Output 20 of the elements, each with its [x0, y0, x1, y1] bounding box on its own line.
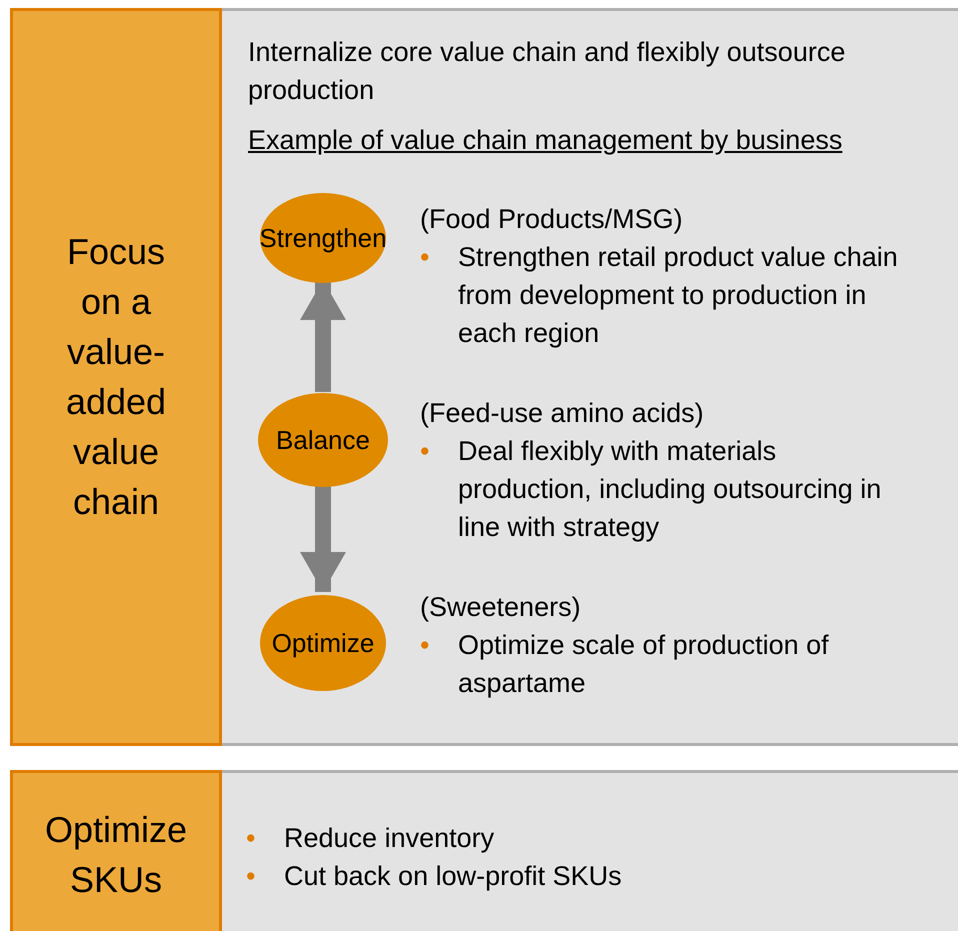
bullet-text: • Deal flexibly with materials production, including outsourcing in line with strategy	[420, 435, 882, 544]
bullet-text: • Optimize scale of production of aspartame	[420, 629, 830, 700]
content-panel	[222, 770, 958, 931]
section-subheading: Example of value chain management by business	[248, 124, 844, 157]
bullet-text: • Reduce inventory	[246, 822, 496, 855]
stage-label: Balance	[276, 424, 370, 456]
business-label: (Feed-use amino acids)	[420, 397, 704, 430]
category-box	[10, 770, 222, 931]
business-label: (Food Products/MSG)	[420, 203, 683, 236]
stage-label: Optimize	[272, 628, 374, 658]
stage-label: Strengthen	[259, 222, 387, 254]
content-panel	[222, 8, 958, 746]
block-arrow	[300, 280, 346, 392]
category-box	[10, 8, 222, 746]
panel-heading: Internalize core value chain and flexibly outsource production	[248, 36, 846, 107]
bullet-text: • Strengthen retail product value chain from development to production in each region	[420, 241, 899, 350]
category-title: Focus on a value-added value chain	[64, 230, 168, 524]
business-label: (Sweeteners)	[420, 591, 581, 624]
category-title: Optimize SKUs	[44, 808, 188, 902]
bullet-text: • Cut back on low-profit SKUs	[246, 860, 622, 893]
